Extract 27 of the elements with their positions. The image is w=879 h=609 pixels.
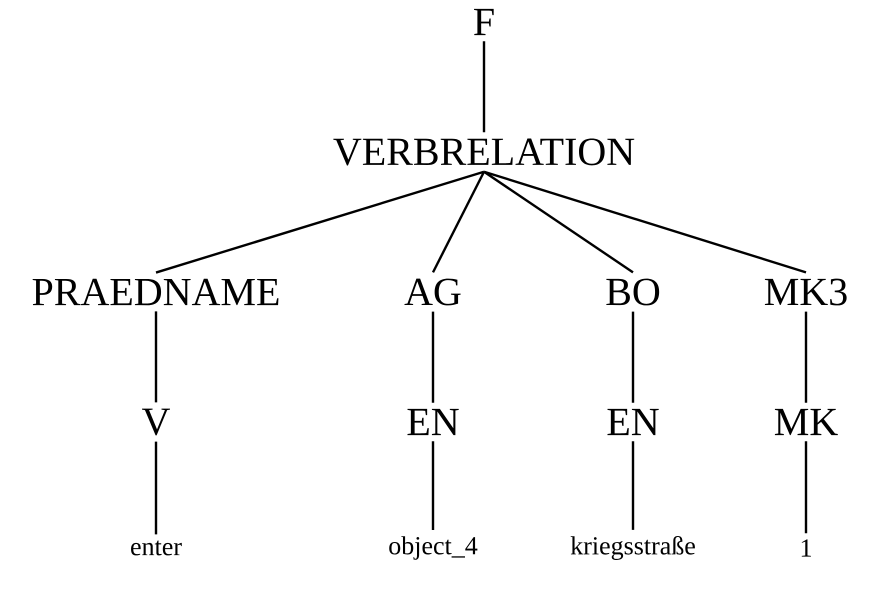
tree-label: PRAEDNAME xyxy=(32,278,278,306)
tree-branch xyxy=(432,171,486,273)
tree-branch xyxy=(432,441,434,530)
tree-branch xyxy=(154,442,158,534)
tree-branch xyxy=(804,441,808,534)
tree-label: MK3 xyxy=(764,278,847,306)
tree-branch xyxy=(432,312,434,403)
tree-branch xyxy=(482,41,486,132)
tree-branch xyxy=(156,170,484,274)
tree-label: EN xyxy=(607,408,659,436)
tree-label: V xyxy=(142,408,170,436)
tree-label: EN xyxy=(408,408,459,436)
tree-label: enter xyxy=(131,540,182,556)
tree-label: 1 xyxy=(802,539,811,557)
tree-label: object_4 xyxy=(389,536,478,560)
tree-label: F xyxy=(474,8,494,36)
tree-label: BO xyxy=(606,278,660,306)
tree-branch xyxy=(154,311,158,402)
tree-label: VERBRELATION xyxy=(333,138,634,166)
tree-branch xyxy=(483,170,634,274)
tree-label: MK xyxy=(774,408,838,436)
tree-branch xyxy=(632,441,634,530)
tree-branch xyxy=(632,312,634,403)
tree-label: AG xyxy=(404,278,461,306)
tree-label: kriegsstraße xyxy=(570,536,695,560)
tree-branch xyxy=(804,312,808,403)
tree-branch xyxy=(484,170,806,274)
